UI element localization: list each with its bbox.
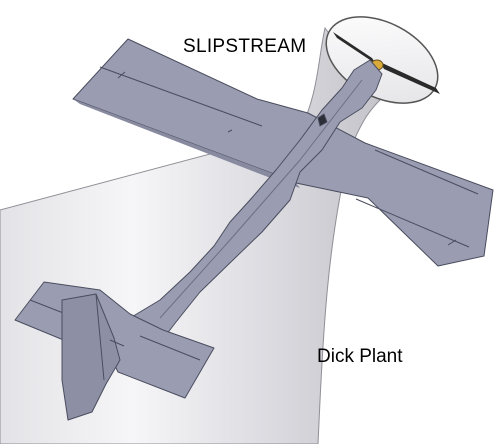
author-credit: Dick Plant [317,346,403,367]
slipstream-label: SLIPSTREAM [183,36,307,57]
vertical-fin [61,293,121,421]
airplane-icon [14,38,494,421]
